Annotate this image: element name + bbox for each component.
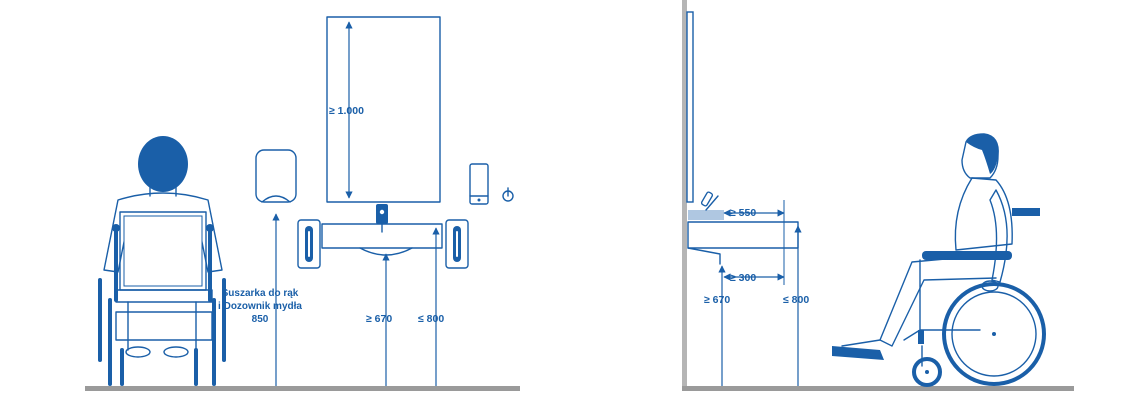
wheelchair-user-side-icon	[832, 133, 1046, 387]
mirror-side	[686, 11, 694, 203]
washbasin-side	[687, 191, 799, 265]
sink-height-label: ≤ 800	[783, 294, 809, 306]
mirror	[326, 16, 441, 203]
power-button-icon	[502, 187, 514, 202]
sink-clearance-label: ≥ 670	[366, 313, 392, 325]
mirror-height-label: ≥ 1.000	[329, 105, 364, 117]
soap-dispenser-icon	[469, 163, 489, 205]
side-floor	[682, 386, 1074, 391]
left-grab-bar-icon	[297, 219, 321, 269]
wheelchair-user-front-icon	[98, 136, 226, 386]
dryer-note-value: 850	[252, 314, 269, 325]
sink-top-label: ≤ 800	[418, 313, 444, 325]
front-floor	[85, 386, 520, 391]
knee-depth-label: ≥ 300	[730, 272, 756, 284]
side-view: ≥ 550 ≥ 300 ≥ 670 ≤ 800	[682, 0, 1074, 391]
knee-clearance-label: ≥ 670	[704, 294, 730, 306]
hand-dryer-icon	[255, 149, 297, 203]
washbasin-front	[321, 204, 443, 256]
dryer-note-line1: Suszarka do rąk	[222, 288, 299, 299]
front-view: ≥ 1.000	[85, 16, 520, 391]
right-grab-bar-icon	[445, 219, 469, 269]
dryer-note-line2: i Dozownik mydła	[218, 301, 302, 312]
sink-depth-label: ≥ 550	[730, 207, 756, 219]
side-wall	[682, 0, 687, 391]
